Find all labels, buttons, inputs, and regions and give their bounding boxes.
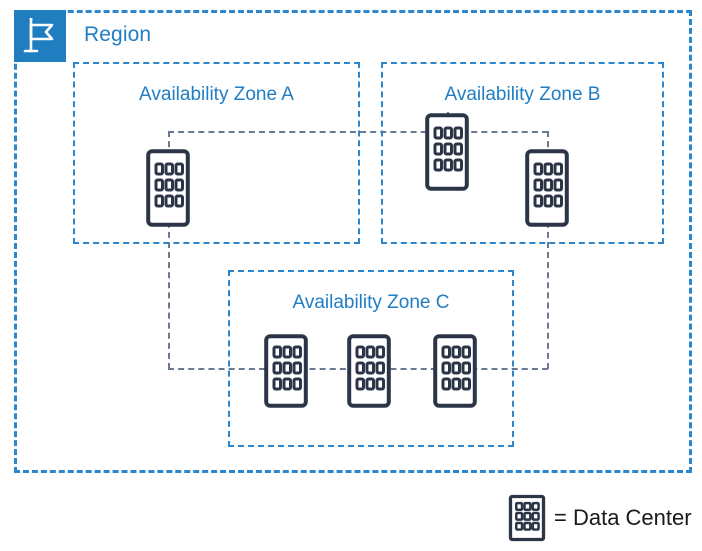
availability-zone-c-label: Availability Zone C xyxy=(292,292,450,313)
data-center-icon[interactable] xyxy=(424,112,470,192)
availability-zone-a[interactable]: Availability Zone A xyxy=(73,62,360,244)
availability-zone-a-label: Availability Zone A xyxy=(139,84,294,105)
legend-label: = Data Center xyxy=(554,505,692,530)
data-center-icon[interactable] xyxy=(263,333,309,409)
data-center-icon xyxy=(508,494,546,542)
region-label: Region xyxy=(84,23,152,46)
data-center-icon[interactable] xyxy=(145,148,191,228)
data-center-icon[interactable] xyxy=(524,148,570,228)
connector-left-vertical xyxy=(168,131,170,369)
availability-zone-b[interactable]: Availability Zone B xyxy=(381,62,664,244)
availability-zone-b-label: Availability Zone B xyxy=(444,84,601,105)
availability-zone-c[interactable]: Availability Zone C xyxy=(228,270,514,447)
region-boundary xyxy=(14,10,692,473)
flag-icon xyxy=(14,10,66,62)
connector-right-vertical xyxy=(547,131,549,369)
legend: = Data Center xyxy=(508,494,692,542)
data-center-icon[interactable] xyxy=(346,333,392,409)
data-center-icon[interactable] xyxy=(432,333,478,409)
